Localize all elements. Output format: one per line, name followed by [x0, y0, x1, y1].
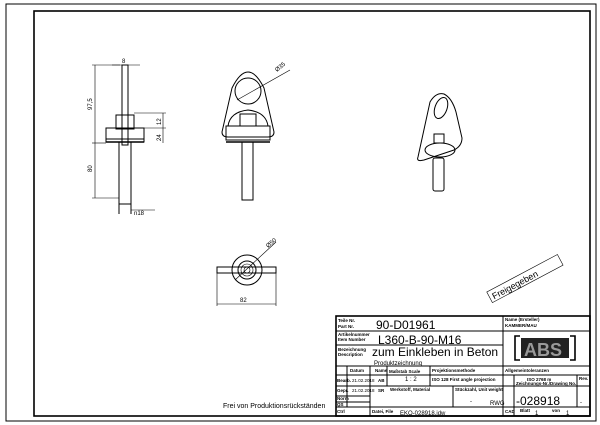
svg-text:QS: QS [337, 402, 344, 407]
file-name: EKO-028918.idw [400, 411, 446, 417]
svg-text:Freigegeben: Freigegeben [490, 269, 539, 302]
svg-text:Datum: Datum [350, 368, 364, 373]
svg-text:Artikelnummer: Artikelnummer [338, 332, 370, 337]
svg-text:Blatt: Blatt [520, 408, 531, 413]
svg-text:1: 1 [566, 411, 570, 417]
svg-text:21.02.2018: 21.02.2018 [352, 388, 375, 393]
svg-text:CAD: CAD [505, 409, 515, 414]
dim-shaft-thread: n18 [134, 211, 145, 217]
svg-text:Zeichnungs-Nr./Drawing No.: Zeichnungs-Nr./Drawing No. [516, 381, 576, 386]
approval-stamp: Freigegeben [486, 254, 564, 304]
svg-text:Ctrl: Ctrl [337, 409, 345, 414]
svg-text:ISO 2768 m: ISO 2768 m [527, 377, 551, 382]
svg-text:Stückzahl, Unit weight: Stückzahl, Unit weight [455, 387, 503, 392]
svg-text:von: von [552, 408, 560, 413]
dim-width: 82 [240, 298, 247, 304]
dim-top-diameter: Ø50 [265, 237, 278, 249]
inner-border [33, 10, 591, 417]
svg-text:Norm: Norm [337, 396, 349, 401]
svg-text:SR: SR [378, 388, 385, 393]
description: zum Einkleben in Beton [372, 345, 498, 359]
front-view: Ø35 [221, 61, 291, 201]
svg-text:21.02.2018: 21.02.2018 [352, 378, 375, 383]
svg-text:Maßstab Scale: Maßstab Scale [389, 369, 421, 374]
abs-logo: ABS [514, 335, 576, 361]
svg-text:Allgemeintoleranzen: Allgemeintoleranzen [505, 368, 549, 373]
svg-text:Datei, File: Datei, File [372, 409, 394, 414]
dim-nut-height: 12 [157, 118, 163, 125]
side-view: 97,5 80 12 24 8 n18 [88, 59, 166, 217]
svg-text:1: 1 [535, 411, 539, 417]
scale: 1 : 2 [405, 377, 417, 383]
svg-text:Part Nr.: Part Nr. [338, 324, 354, 329]
production-note: Frei von Produktionsrückständen [223, 403, 325, 410]
outer-border [5, 3, 597, 422]
svg-text:Name (Ersteller): Name (Ersteller) [505, 317, 540, 322]
dim-height-total: 97,5 [88, 98, 94, 110]
svg-text:KAMMER/MAU: KAMMER/MAU [505, 323, 537, 328]
svg-text:Gepr.: Gepr. [337, 388, 349, 393]
svg-text:Item Number: Item Number [338, 337, 366, 342]
dim-shaft-length: 80 [88, 165, 94, 172]
dim-top-width: 8 [122, 59, 126, 65]
svg-text:Werkstoff, Material: Werkstoff, Material [390, 387, 430, 392]
dim-base-height: 24 [157, 134, 163, 141]
svg-text:ABS: ABS [524, 340, 562, 360]
svg-text:Bearb.: Bearb. [337, 378, 351, 383]
svg-text:-: - [580, 400, 582, 406]
svg-text:Teile Nr.: Teile Nr. [338, 318, 355, 323]
svg-text:ISO 128 First angle projection: ISO 128 First angle projection [432, 377, 496, 382]
svg-text:Description: Description [338, 352, 363, 357]
drawing-number: -028918 [516, 394, 560, 408]
title-block: Teile Nr. Part Nr. 90-D01961 Artikelnumm… [335, 315, 591, 417]
dim-eye-diameter: Ø35 [274, 61, 287, 73]
svg-text:AB: AB [378, 378, 385, 383]
svg-text:Rev.: Rev. [579, 376, 588, 381]
article-number: L360-B-90-M16 [378, 333, 462, 347]
svg-text:Bezeichnung: Bezeichnung [338, 347, 366, 352]
svg-text:-: - [470, 399, 472, 405]
subtitle: Produktzeichnung [374, 361, 422, 367]
part-number: 90-D01961 [376, 318, 436, 332]
iso-view [417, 93, 463, 192]
svg-text:Projektionsmethode: Projektionsmethode [432, 368, 476, 373]
top-view: 82 Ø50 [216, 237, 278, 306]
svg-text:Name: Name [375, 368, 388, 373]
svg-text:RWG: RWG [490, 401, 505, 407]
